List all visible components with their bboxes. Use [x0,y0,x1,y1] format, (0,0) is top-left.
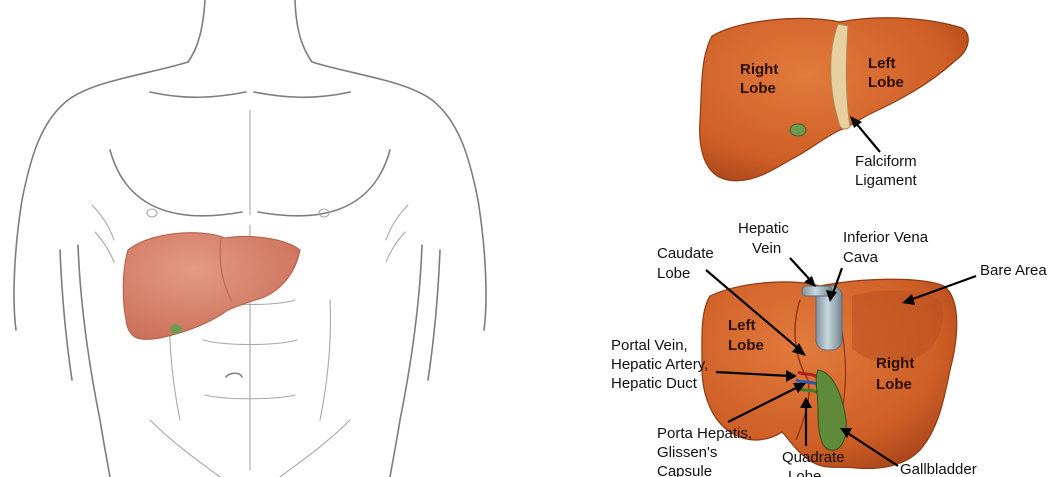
portal-label: Portal Vein, Hepatic Artery, Hepatic Duc… [611,337,712,392]
falciform-line1: Falciform [855,153,917,170]
posterior-right-lobe-line1: Right [876,355,914,372]
torso-gallbladder [170,324,182,334]
hepatic-vein-line1: Hepatic [738,220,789,237]
porta-hepatis-line2: Glissen's [657,444,717,461]
hepatic-vein-label: Hepatic Vein [738,220,793,257]
ivc-label: Inferior Vena Cava [843,229,932,266]
hepatic-vein-leader [790,258,812,282]
porta-hepatis-label: Porta Hepatis, Glissen's Capsule [657,425,756,477]
torso-liver [123,233,300,340]
posterior-left-lobe-line2: Lobe [728,337,764,354]
hepatic-vein-line2: Vein [752,240,781,257]
anterior-left-lobe-line2: Lobe [868,74,904,91]
quadrate-label: Quadrate Lobe [782,449,849,477]
posterior-left-lobe-line1: Left [728,317,756,334]
posterior-right-lobe-line2: Lobe [876,376,912,393]
portal-line1: Portal Vein, [611,337,688,354]
anterior-gallbladder [790,124,806,136]
caudate-label: Caudate Lobe [657,245,718,282]
anterior-liver-view: Right Lobe Left Lobe Falciform Ligament [700,18,969,189]
anterior-right-lobe-line2: Lobe [740,80,776,97]
anterior-right-lobe-line1: Right [740,61,778,78]
bare-area-label: Bare Area [980,262,1047,279]
caudate-line2: Lobe [657,265,690,282]
porta-hepatis-line1: Porta Hepatis, [657,425,752,442]
falciform-leader [855,122,880,152]
caudate-line1: Caudate [657,245,714,262]
anterior-left-lobe-line1: Left [868,55,896,72]
falciform-label: Falciform Ligament [855,153,921,189]
ivc-line1: Inferior Vena [843,229,929,246]
portal-line2: Hepatic Artery, [611,356,708,373]
falciform-line2: Ligament [855,172,918,189]
porta-hepatis-line3: Capsule [657,463,712,477]
quadrate-line2: Lobe [788,468,821,477]
gallbladder-label: Gallbladder [900,461,977,477]
ivc-line2: Cava [843,249,879,266]
quadrate-line1: Quadrate [782,449,845,466]
portal-line3: Hepatic Duct [611,375,698,392]
